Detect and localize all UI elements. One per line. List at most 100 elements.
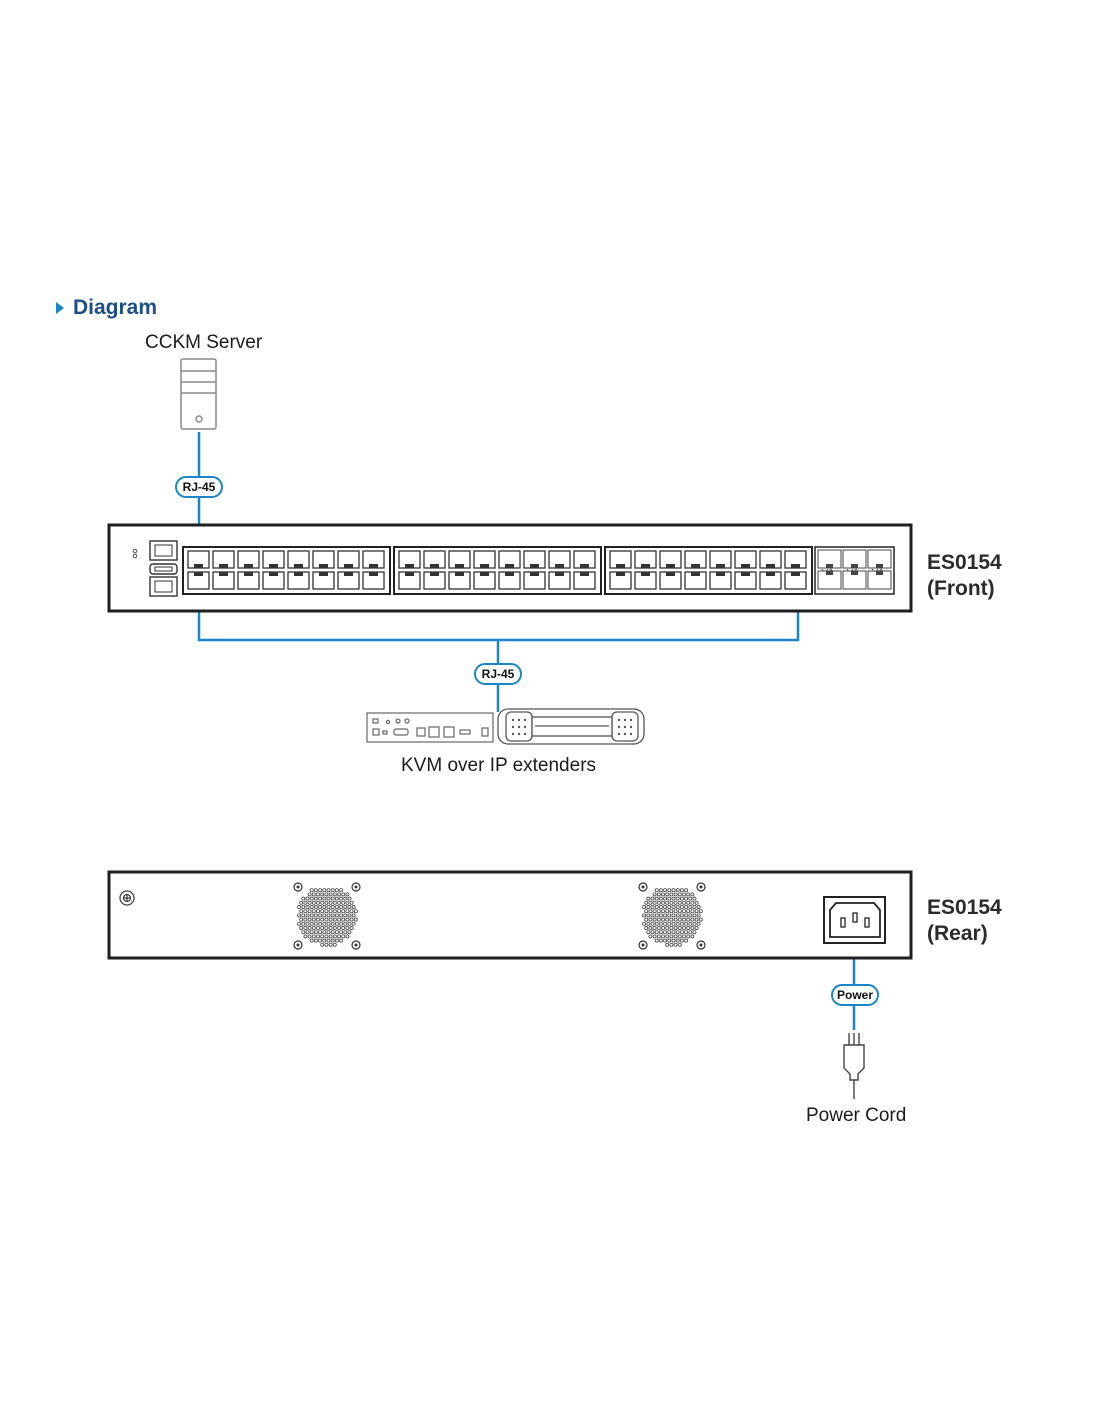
fan-hole	[339, 930, 344, 935]
fan-hole	[326, 921, 331, 926]
fan-hole	[665, 926, 670, 930]
fan-hole	[341, 934, 346, 939]
rj45-port-latch	[430, 572, 439, 576]
fan-hole	[675, 938, 680, 943]
fan-hole	[339, 913, 344, 918]
caret-right-icon	[56, 302, 64, 314]
fan-hole	[313, 921, 318, 926]
fan-hole	[341, 892, 346, 897]
fan-hole	[330, 888, 335, 893]
fan-hole	[345, 926, 350, 930]
fan-hole	[661, 900, 665, 905]
fan-hole	[324, 909, 329, 914]
fan-hole	[311, 926, 316, 930]
fan-hole	[326, 930, 331, 935]
front-device-label: ES0154 (Front)	[927, 550, 1002, 602]
fan-hole	[309, 938, 314, 943]
fan-hole	[656, 917, 661, 922]
fan-hole	[648, 900, 653, 905]
fan-hole	[303, 909, 308, 914]
fan-hole	[650, 896, 655, 901]
fan-hole	[322, 930, 327, 935]
section-heading: Diagram	[56, 296, 157, 320]
fan-hole	[305, 930, 310, 935]
fan-hole	[654, 888, 659, 893]
fan-hole	[679, 930, 684, 935]
fan-hole	[667, 905, 672, 909]
fan-hole	[646, 905, 651, 909]
fan-hole	[334, 938, 339, 943]
fan-hole	[663, 938, 668, 943]
fan-hole	[673, 917, 678, 922]
rj45-port-latch	[766, 572, 775, 576]
sfp-port-latch	[876, 564, 883, 568]
fan-hole	[692, 905, 697, 909]
fan-hole	[684, 905, 689, 909]
fan-hole	[679, 888, 684, 893]
fan-hole	[677, 934, 682, 939]
fan-hole	[299, 900, 304, 905]
fan-hole	[345, 892, 350, 897]
fan-hole	[347, 930, 352, 935]
fan-hole	[667, 888, 672, 893]
fan-hole	[682, 934, 686, 939]
fan-hole	[677, 900, 682, 905]
fan-hole	[677, 917, 682, 922]
rj45-port-latch	[666, 572, 675, 576]
led-indicator	[132, 553, 138, 559]
kvm-extender-unit	[366, 712, 494, 743]
fan-hole	[656, 926, 661, 930]
fan-hole	[349, 909, 354, 914]
fan-hole	[690, 900, 695, 905]
fan-hole	[679, 913, 684, 918]
fan-hole	[330, 896, 335, 901]
fan-hole	[305, 896, 310, 901]
extenders-label: KVM over IP extenders	[401, 755, 597, 776]
fan-hole	[341, 900, 346, 905]
fan-hole	[322, 938, 327, 943]
fan-hole	[688, 913, 693, 918]
front-model: ES0154	[927, 551, 1002, 574]
sfp-port-latch	[851, 571, 858, 575]
fan-hole	[673, 900, 678, 905]
fan-hole	[644, 917, 649, 922]
fan-hole	[320, 942, 325, 947]
rj45-tag-extender: RJ-45	[474, 663, 522, 685]
fan-hole	[337, 926, 341, 930]
fan-hole	[684, 930, 689, 935]
ground-screw-icon	[119, 890, 135, 906]
fan-hole	[320, 934, 325, 939]
section-title: Diagram	[73, 296, 158, 319]
rj45-port-latch	[405, 572, 414, 576]
rj45-port-latch	[616, 564, 625, 568]
fan-hole	[652, 917, 657, 922]
rj45-port-latch	[344, 572, 353, 576]
fan-hole	[665, 900, 670, 905]
fan-hole	[341, 909, 346, 914]
fan-hole	[316, 892, 320, 897]
fan-hole	[663, 905, 668, 909]
fan-hole	[337, 900, 341, 905]
fan-hole	[339, 905, 344, 909]
sfp-port-latch	[826, 564, 833, 568]
fan-hole	[324, 900, 329, 905]
fan-hole	[650, 921, 655, 926]
fan-hole	[673, 934, 678, 939]
console-port-inner	[154, 544, 173, 557]
fan-hole	[330, 921, 335, 926]
fan-hole	[330, 938, 335, 943]
led-indicator	[132, 548, 138, 554]
rj45-port-latch	[269, 564, 278, 568]
fan-hole	[644, 900, 649, 905]
fan-hole	[316, 900, 320, 905]
rj45-port-latch	[691, 564, 700, 568]
rj45-port-latch	[530, 564, 539, 568]
fan-hole	[343, 930, 348, 935]
fan-hole	[684, 921, 689, 926]
fan-hole	[667, 896, 672, 901]
fan-hole	[690, 926, 695, 930]
fan-hole	[671, 913, 676, 918]
fan-hole	[326, 896, 331, 901]
fan-hole	[698, 917, 703, 922]
kvm-extender-icons	[366, 708, 645, 745]
